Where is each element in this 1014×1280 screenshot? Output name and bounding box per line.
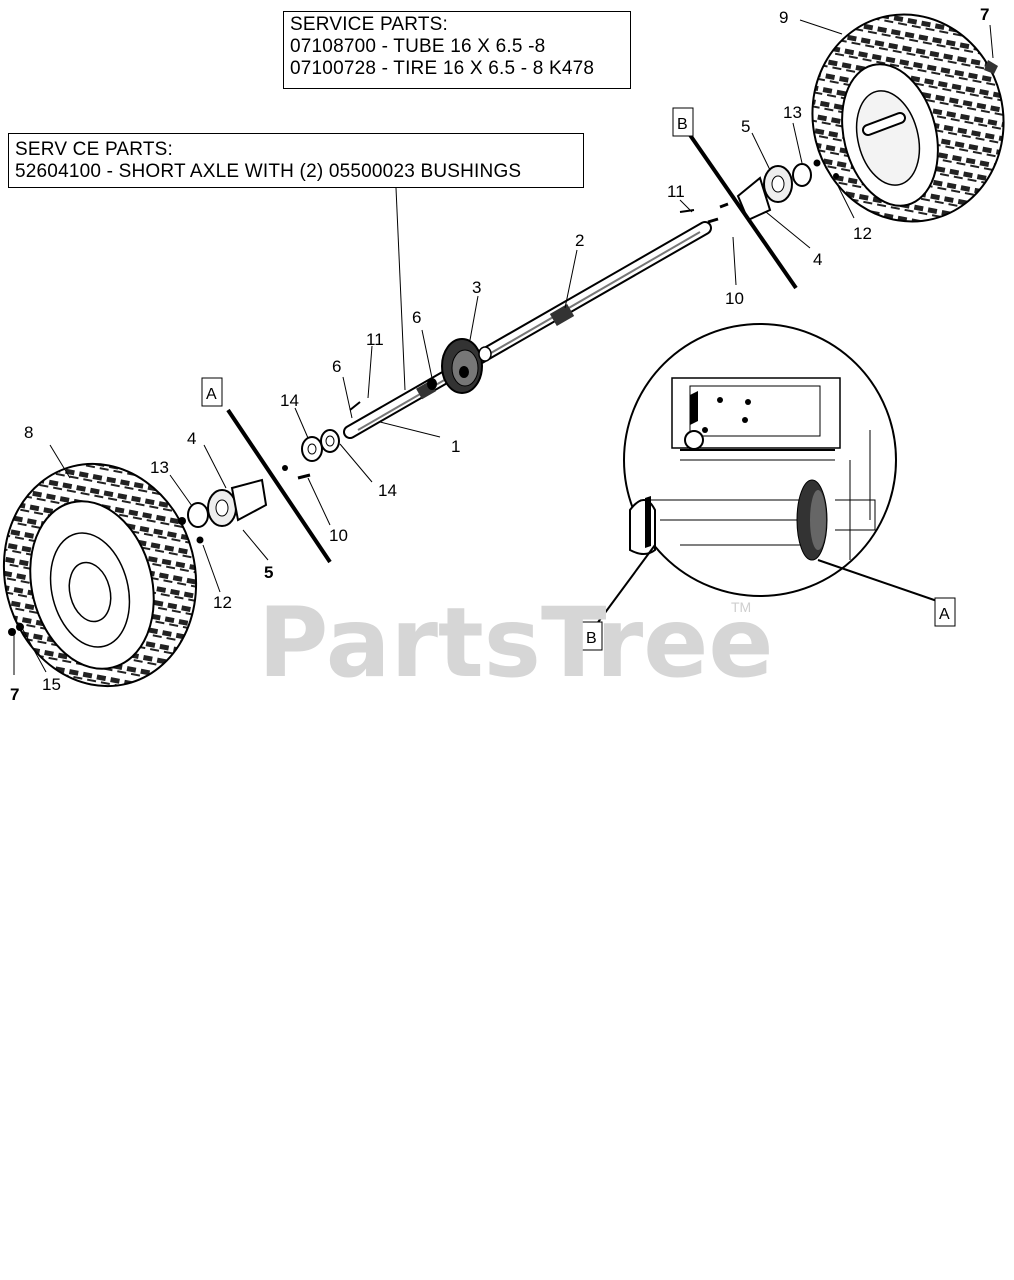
watermark-trademark: TM: [731, 599, 751, 615]
callout-11-lower: 11: [366, 330, 384, 349]
callout-4-right: 4: [813, 250, 822, 269]
callout-4-left: 4: [187, 429, 196, 448]
callout-14-lower: 14: [378, 481, 397, 500]
callout-12-right: 12: [853, 224, 872, 243]
watermark-partstree: PartsTree: [258, 587, 773, 699]
service-parts-box-tire: SERVICE PARTS: 07108700 - TUBE 16 X 6.5 …: [283, 11, 631, 89]
axle-washers: [301, 378, 437, 462]
ref-a-detail: A: [939, 606, 950, 623]
detail-view-circle: [581, 323, 956, 651]
callout-2: 2: [575, 231, 584, 250]
callout-12-left: 12: [213, 593, 232, 612]
right-wheel-tire: [811, 13, 1005, 223]
callout-11-upper: 11: [667, 182, 685, 201]
callout-13-right: 13: [783, 103, 802, 122]
section-line-b: [672, 107, 798, 290]
service-parts-title: SERVICE PARTS:: [290, 14, 449, 35]
service-part-tire: 07100728 - TIRE 16 X 6.5 - 8 K478: [290, 58, 595, 79]
service-parts-box-axle: SERV CE PARTS: 52604100 - SHORT AXLE WIT…: [8, 133, 584, 188]
ref-a-left: A: [206, 386, 217, 403]
leader-lines: [13, 19, 994, 675]
callout-15: 15: [42, 675, 61, 694]
callout-5-left: 5: [264, 563, 273, 582]
callout-1: 1: [451, 437, 460, 456]
left-wheel-tire: [2, 462, 198, 688]
callout-8: 8: [24, 423, 33, 442]
callout-10-right: 10: [725, 289, 744, 308]
callout-9: 9: [779, 8, 788, 27]
callout-7-left: 7: [10, 685, 19, 704]
section-line-a: [201, 377, 332, 564]
callout-10-left: 10: [329, 526, 348, 545]
callout-3: 3: [472, 278, 481, 297]
callout-7-right: 7: [980, 5, 989, 24]
callout-6-lower: 6: [332, 357, 341, 376]
service-part-short-axle: 52604100 - SHORT AXLE WITH (2) 05500023 …: [15, 161, 522, 182]
service-parts-title: SERV CE PARTS:: [15, 139, 174, 160]
axle-shaft: [343, 221, 712, 439]
service-part-tube: 07108700 - TUBE 16 X 6.5 -8: [290, 36, 546, 57]
right-hub-parts: [679, 159, 839, 224]
callout-14-upper: 14: [280, 391, 299, 410]
ref-b-top: B: [677, 116, 688, 133]
ref-b-detail: B: [586, 630, 597, 647]
callout-5-right: 5: [741, 117, 750, 136]
drive-gear: [441, 338, 492, 394]
callout-13-left: 13: [150, 458, 169, 477]
callout-6-upper: 6: [412, 308, 421, 327]
left-hub-parts: [8, 465, 311, 636]
